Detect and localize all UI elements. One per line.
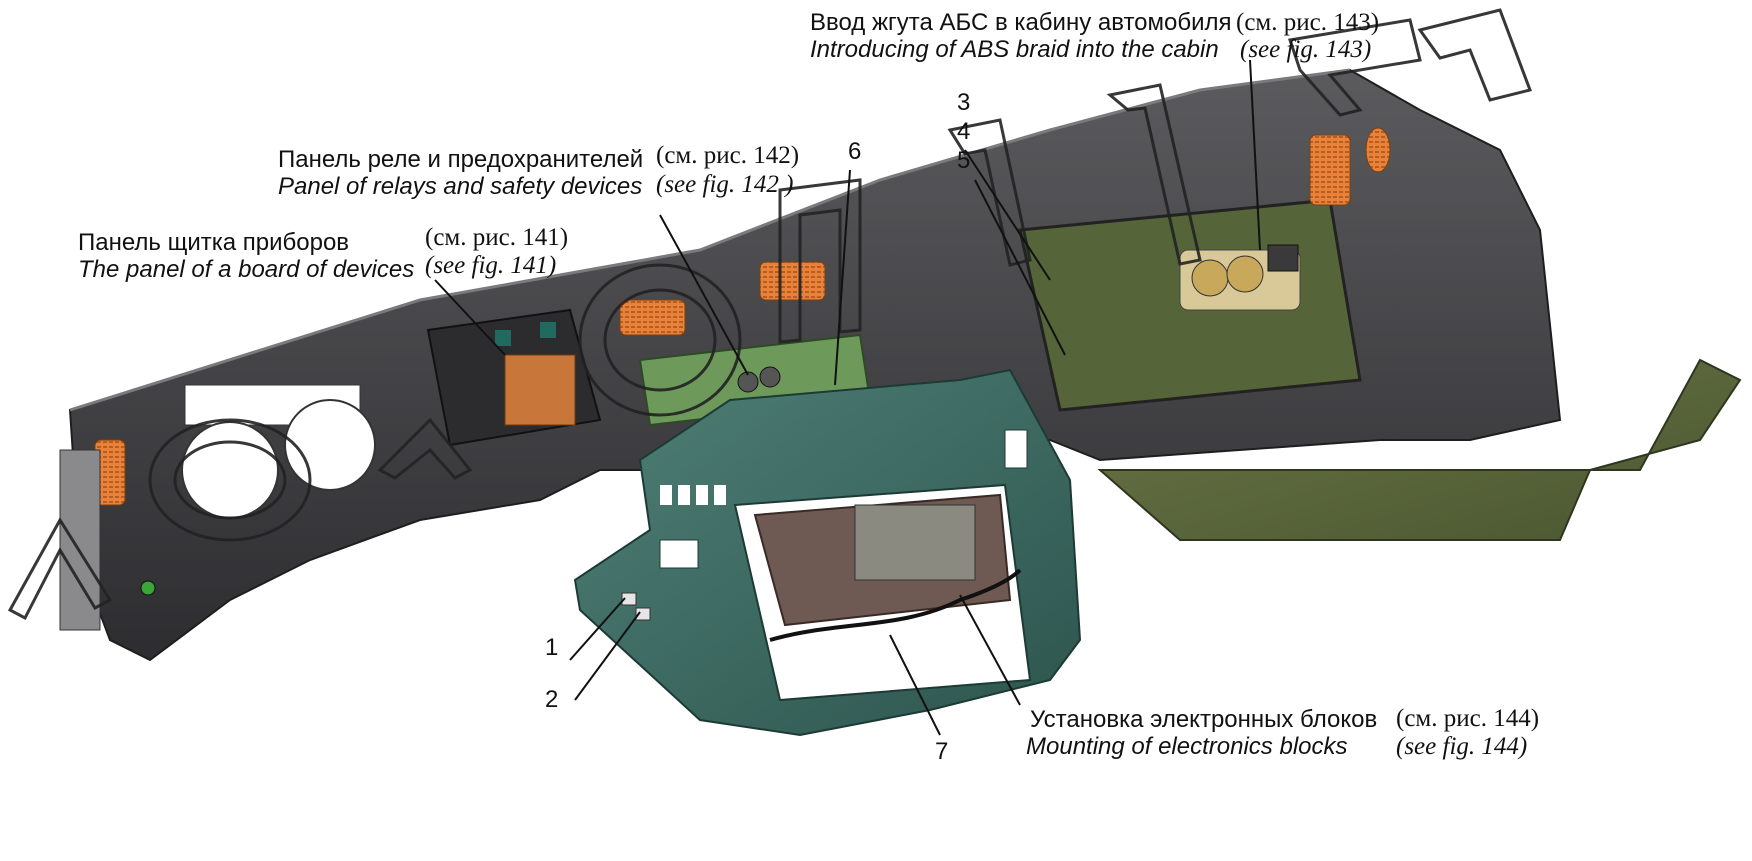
instrument-btn-1 [495, 330, 511, 346]
abs-gauge-right [1226, 255, 1264, 293]
leader-lines [434, 59, 1261, 736]
electronics-label-en: Mounting of electronics blocks [1026, 733, 1348, 760]
green-indicator [140, 580, 156, 596]
housing-right-window [1004, 429, 1028, 469]
electronics-module [854, 504, 976, 581]
relay-label-en: Panel of relays and safety devices [278, 173, 643, 200]
board-ref-ru: (см. рис. 141) [425, 224, 569, 251]
abs-label-ru: Ввод жгута АБС в кабину автомобиля [810, 9, 1232, 36]
callout-6: 6 [848, 138, 862, 165]
abs-ref-ru: (см. рис. 143) [1236, 9, 1380, 36]
right-side-vent [1365, 127, 1391, 173]
relay-ref-ru: (см. рис. 142) [656, 142, 800, 169]
electronics-ref-ru: (см. рис. 144) [1396, 705, 1540, 732]
abs-label-en: Introducing of ABS braid into the cabin [810, 36, 1219, 63]
housing-slot-3 [696, 485, 708, 505]
olive-floor-panel [1097, 358, 1742, 541]
housing-slot-2 [678, 485, 690, 505]
callout-2: 2 [545, 686, 559, 713]
callout-4: 4 [957, 118, 971, 145]
dashboard-top-edge [69, 68, 1351, 412]
instrument-switch-block [504, 354, 576, 426]
callout-5: 5 [957, 147, 971, 174]
instrument-btn-2 [540, 322, 556, 338]
board-label-en: The panel of a board of devices [78, 256, 415, 283]
electronics-label-ru: Установка электронных блоков [1030, 706, 1378, 733]
center-vent-right [759, 261, 826, 301]
housing-side-window [659, 539, 699, 569]
relay-knob-1 [737, 371, 759, 393]
harness-7 [769, 568, 1022, 642]
callout-7: 7 [935, 738, 949, 765]
board-label-ru: Панель щитка приборов [78, 229, 350, 256]
right-vent [1309, 134, 1351, 206]
abs-gauge-left [1191, 259, 1229, 297]
board-ref-en: (see fig. 141) [425, 252, 557, 279]
center-vent-left [619, 299, 686, 336]
gauge-cutout-right [284, 399, 376, 491]
electronics-ref-en: (see fig. 144) [1396, 733, 1528, 760]
relay-ref-en: (see fig. 142 ) [656, 171, 794, 198]
relay-label-ru: Панель реле и предохранителей [278, 146, 644, 173]
callout-3: 3 [957, 89, 971, 116]
watermark [7, 8, 1532, 621]
relay-knob-2 [759, 366, 781, 388]
callout-1: 1 [545, 634, 559, 661]
abs-connector [1267, 244, 1299, 272]
left-side-bracket [59, 449, 101, 631]
housing-slot-1 [660, 485, 672, 505]
abs-ref-en: (see fig. 143) [1240, 36, 1372, 63]
switch-1 [621, 592, 637, 606]
switch-2 [635, 607, 651, 621]
gauge-cutout-left [181, 421, 279, 519]
housing-slot-4 [714, 485, 726, 505]
